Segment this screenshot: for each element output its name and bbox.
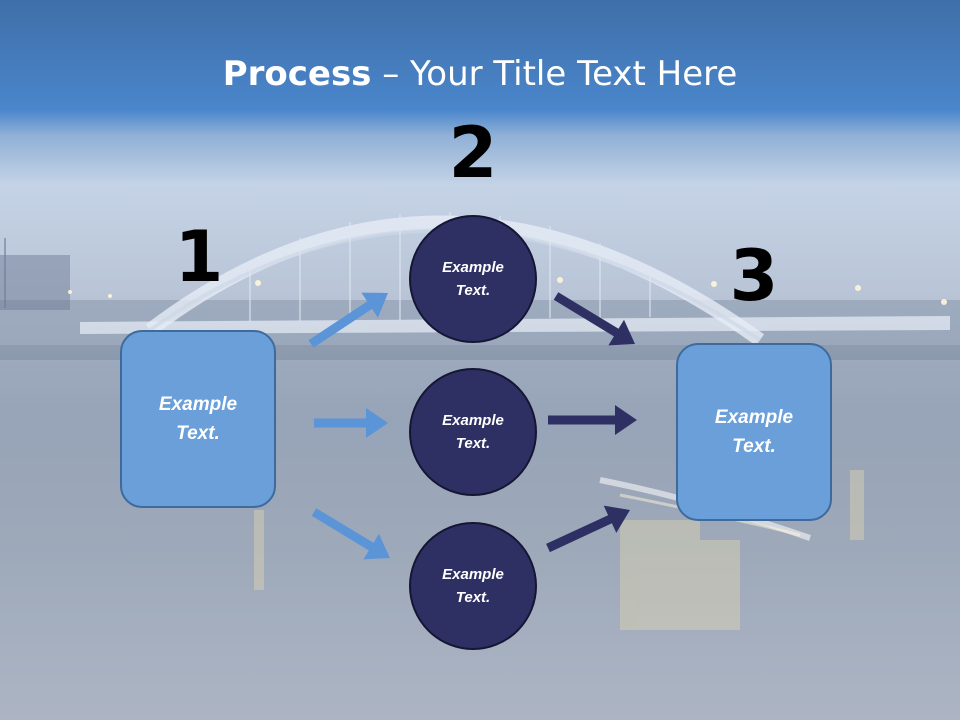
step-3-number: 3 (729, 235, 779, 317)
step-2-bottom-label: Example Text. (442, 566, 504, 606)
arrow-top-to-3 (553, 292, 635, 346)
step-2-circle-bottom[interactable]: Example Text. (409, 522, 537, 650)
step-3-label: Example Text. (714, 407, 794, 457)
step-1-number: 1 (174, 216, 224, 298)
slide-title: Process – Your Title Text Here (0, 52, 960, 96)
step-3-box[interactable]: Example Text. (676, 343, 832, 521)
step-2-middle-label: Example Text. (442, 412, 504, 452)
arrow-bottom-to-3 (546, 505, 630, 553)
title-bold: Process (222, 54, 372, 94)
step-2-number: 2 (448, 112, 498, 194)
title-rest: – Your Title Text Here (371, 54, 738, 94)
step-2-circle-top[interactable]: Example Text. (409, 215, 537, 343)
arrow-1-to-middle (314, 408, 388, 438)
arrow-1-to-top (308, 292, 388, 348)
step-1-label: Example Text. (158, 394, 238, 444)
step-1-box[interactable]: Example Text. (120, 330, 276, 508)
step-2-circle-middle[interactable]: Example Text. (409, 368, 537, 496)
arrow-middle-to-3 (548, 405, 637, 435)
step-2-top-label: Example Text. (442, 259, 504, 299)
arrow-1-to-bottom (311, 508, 390, 560)
